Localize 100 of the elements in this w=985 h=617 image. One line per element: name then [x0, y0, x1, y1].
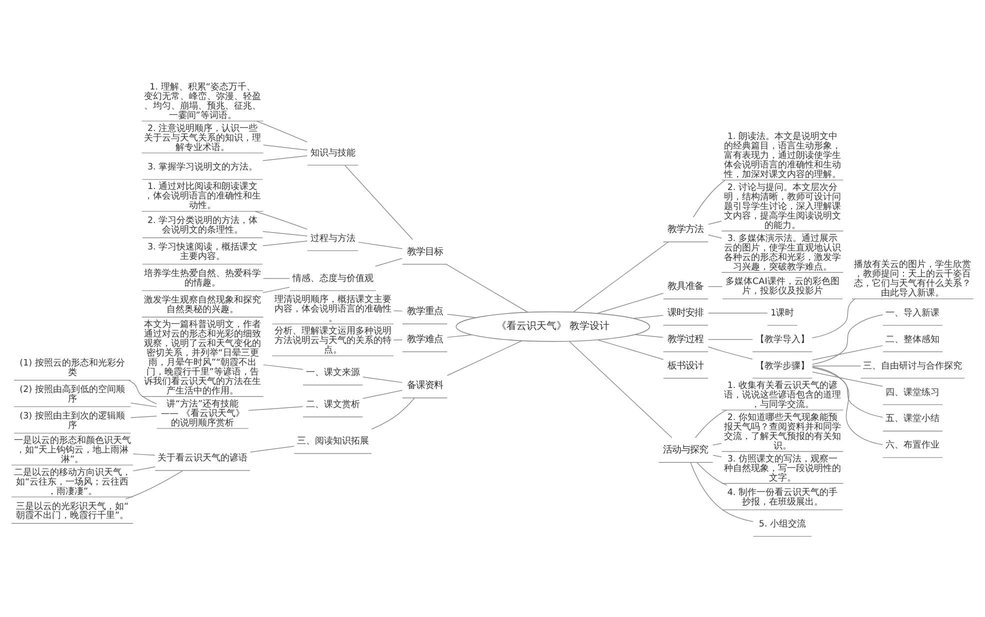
- node-text: 激发学生观察自然现象和探究自然奥秘的兴趣。: [144, 294, 262, 314]
- connector: [262, 286, 290, 293]
- connector: [708, 234, 722, 238]
- node-text: 课时安排: [668, 307, 704, 318]
- node-text: 教具准备: [668, 280, 704, 292]
- connector: [633, 314, 664, 318]
- node-text: 二是以云的移动方向识天气，如“云往东，一场风；云往西，雨凄凄”。: [14, 467, 131, 496]
- node-text: 二、课文赏析: [306, 399, 360, 410]
- connector: [690, 462, 754, 522]
- node-text: 4. 制作一份看云识天气的手抄报，在班级展出。: [727, 488, 838, 508]
- node-text: 1. 收集有关看云识天气的谚语，说说这些谚语包含的道理，与同学交流。: [724, 380, 841, 410]
- connector: [597, 338, 664, 360]
- node-text: 教学重点: [406, 306, 443, 317]
- connector: [344, 164, 414, 240]
- node-text: 情感、态度与价值观: [292, 273, 374, 284]
- node-text: 二、整体感知: [886, 334, 940, 344]
- node-text: 六、布置作业: [886, 440, 940, 450]
- connector: [362, 376, 403, 382]
- node-text: 播放有关云的图片，学生欣赏，教师提问：天上的云千姿百态，它们与天气有什么关系？由此导入新课。: [854, 260, 972, 298]
- connector: [262, 230, 308, 236]
- node-text: (2) 按照由高到低的空间顺序: [20, 384, 125, 404]
- connector: [812, 314, 884, 364]
- node-text: 【教学导入】: [755, 334, 810, 344]
- connector: [569, 340, 672, 438]
- connector: [446, 334, 472, 338]
- connector: [132, 466, 156, 471]
- node-text: 活动与探究: [663, 444, 708, 456]
- connector: [634, 334, 664, 338]
- node-text: 知识与技能: [310, 148, 356, 158]
- node-text: 1. 朗读法。本文是说明文中的经典篇目，语言生动形象，富有表现力，通过朗读使学生体会说明语言的准确性和生动性，加深对课文内容的理解。: [724, 131, 841, 180]
- node-text: 三、阅读知识拓展: [296, 436, 369, 446]
- connector: [696, 462, 728, 486]
- connector: [362, 389, 403, 398]
- node-text: 一、导入新课: [886, 308, 940, 318]
- node-text: 一是以云的形态和颜色识天气，如“天上钩钩云，地上雨淋淋”。: [14, 435, 131, 464]
- node-text: 教学方法: [668, 224, 704, 235]
- node-text: 一、课文来源: [306, 368, 360, 378]
- node-text: 3. 学习快速阅读，概括课文主要内容。: [147, 242, 258, 262]
- node-text: 过程与方法: [310, 233, 356, 244]
- node-text: 教学目标: [406, 246, 443, 258]
- node-text: 2. 你知道哪些天气现象能预报天气吗？查阅资料并和同学交流，了解天气预报的有关知识。: [724, 412, 841, 451]
- connector: [712, 442, 722, 445]
- node-text: 备课资料: [406, 380, 443, 391]
- node-text: 三是以云的光彩识天气，如“朝霞不出门，晚霞行千里”。: [16, 501, 129, 521]
- connector: [692, 179, 726, 218]
- node-text: 本文为一篇科普说明文，作者通过对云的形态和光彩的细致观察，说明了云和天气变化的密切关系，并列举“日晕三更雨，月晕午时风”“朝霞不出门，晚霞行千里”等谚语，告诉我们看云识天气的方法在生产生活中的作用。: [144, 319, 262, 396]
- node-text: 五、课堂小结: [886, 414, 940, 424]
- connector: [128, 379, 158, 404]
- connector: [262, 364, 304, 370]
- node-text: 3. 仿照课文的写法，观察一种自然现象，写一段说明性的文字。: [724, 454, 841, 483]
- connector: [446, 313, 476, 318]
- node-ellipse: 《看云识天气》 教学设计: [456, 310, 650, 342]
- connector: [374, 258, 403, 266]
- connector: [708, 312, 768, 313]
- connector: [248, 406, 304, 410]
- connector: [262, 154, 308, 160]
- connector: [125, 470, 184, 499]
- node-text: 2. 学习分类说明的方法，体会说明文的条理性。: [147, 216, 258, 236]
- node-text: 5. 小组交流: [758, 518, 806, 529]
- connector: [812, 366, 884, 444]
- connector: [812, 344, 884, 360]
- connector: [708, 346, 753, 359]
- connector: [371, 397, 415, 429]
- connector: [596, 292, 664, 314]
- connector: [393, 310, 403, 311]
- connector: [812, 366, 884, 418]
- node-text: 讲“方法”还有技能 —— 《看云识天气》的说明顺序赏析: [160, 398, 244, 428]
- node-text: 四、课堂练习: [886, 387, 940, 398]
- connector: [262, 144, 308, 150]
- node-text: 关于看云识天气的谚语: [158, 453, 248, 464]
- node-text: 多媒体CAI课件，云的彩色图片，投影仪及投影片: [726, 276, 840, 296]
- connector: [573, 241, 669, 312]
- node-text: 2. 讨论与提问。本文层次分明，结构清晰，教师可设计问题引导学生讨论，深入理解课文内容，提高学生阅读说明文的能力。: [724, 182, 841, 230]
- connector: [393, 338, 403, 340]
- connector: [694, 409, 727, 438]
- connector: [812, 365, 861, 366]
- connector: [130, 402, 157, 407]
- node-text: 1. 理解、积累“姿态万千、变幻无常、峰峦、弥漫、轻盈、均匀、崩塌、预兆、征兆、一霎间”等词语。: [144, 82, 262, 120]
- connector: [132, 453, 156, 456]
- node-text: 教学难点: [406, 334, 443, 345]
- node-text: 三、自由研讨与合作探究: [863, 360, 962, 371]
- node-text: 1课时: [770, 308, 794, 318]
- node-text: 教学过程: [668, 334, 704, 345]
- node-text: 3. 多媒体演示法。通过展示云的图片，使学生直观地认识各种云的形态和光彩，激发学习兴趣，突破教学难点。: [724, 233, 841, 272]
- connector: [708, 338, 753, 340]
- node-text: 1. 通过对比阅读和朗读课文，体会说明语言的准确性和生动性。: [144, 182, 262, 211]
- connector: [812, 298, 856, 338]
- node-text: 【教学步骤】: [755, 360, 810, 371]
- connector: [446, 263, 528, 312]
- connector: [256, 120, 308, 142]
- connector: [446, 340, 522, 376]
- node-text: 3. 掌握学习说明文的方法。: [147, 162, 258, 172]
- connector: [712, 454, 722, 457]
- node-text: 板书设计: [668, 360, 704, 371]
- connector: [812, 371, 884, 386]
- connector: [254, 210, 308, 230]
- connector: [250, 445, 295, 452]
- node-text: 2. 注意说明顺序，认识一些关于云与天气关系的知识，理解专业术语。: [144, 123, 262, 152]
- connector: [262, 240, 308, 246]
- connector: [358, 241, 403, 249]
